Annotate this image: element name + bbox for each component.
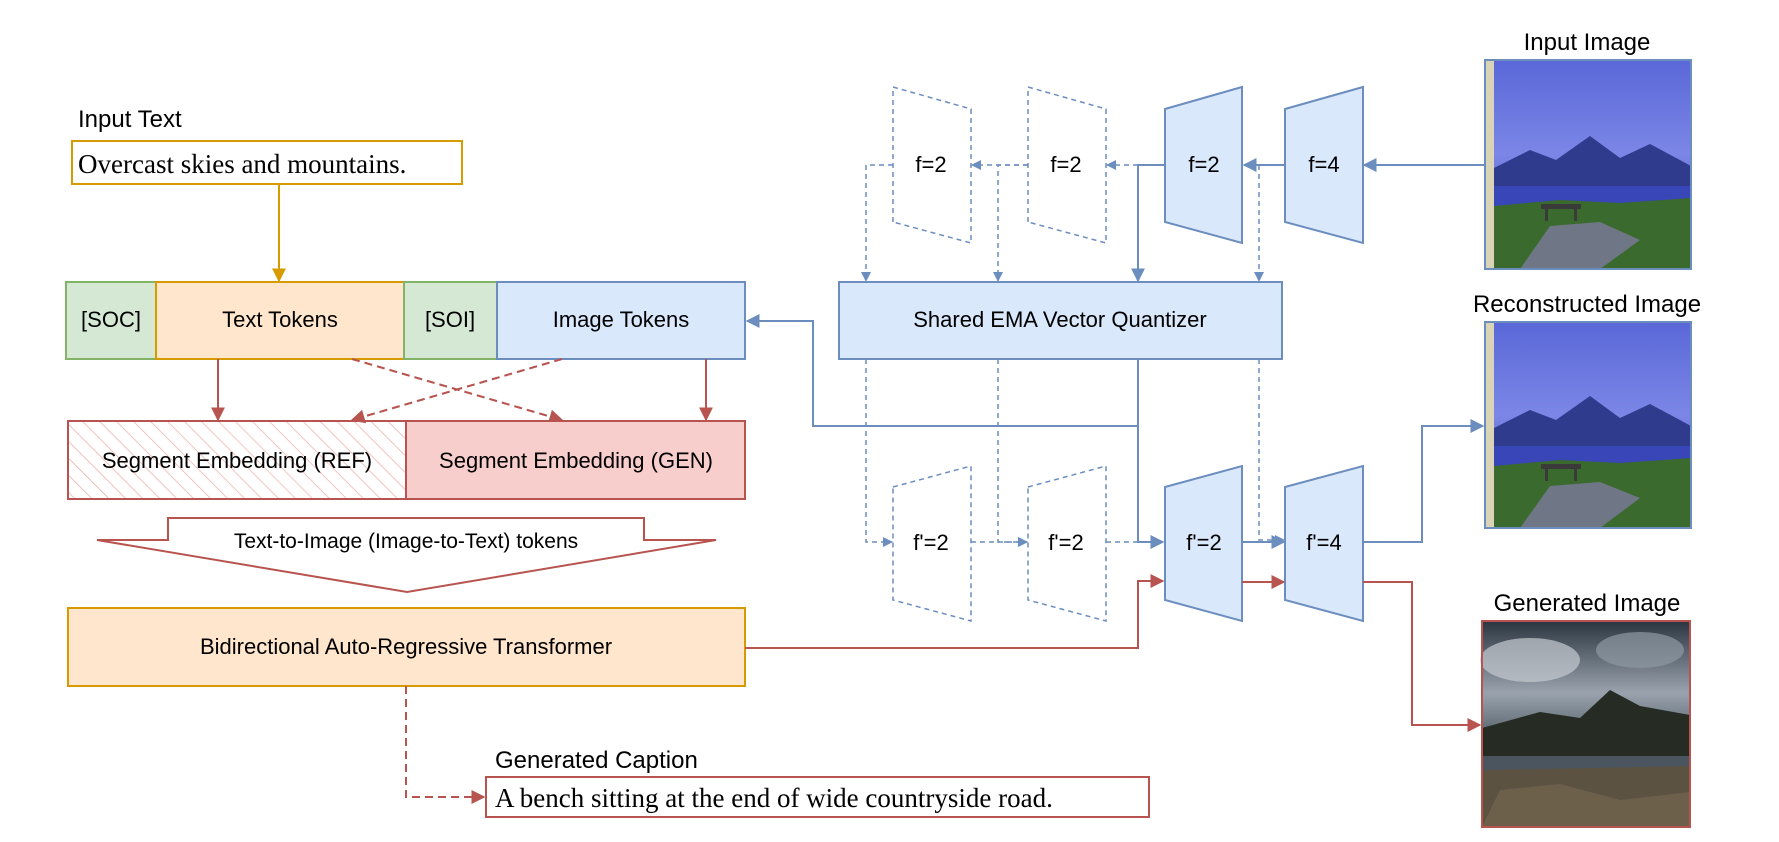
text-tokens [155, 281, 405, 360]
input-text-value: Overcast skies and mountains. [78, 149, 406, 179]
reconstructed-image-label: Reconstructed Image [1473, 291, 1701, 318]
quantizer-to-tokens-arrow [745, 314, 1139, 427]
decoder-f2 [1164, 464, 1243, 623]
encoder-f2 [1164, 85, 1243, 245]
text-tokens-label: Text Tokens [222, 307, 338, 332]
image-to-ref-dashed-arrow [350, 358, 563, 424]
decoder-f2-ghost-1-label: f'=2 [913, 530, 948, 555]
encoder-f2-ghost-1-label: f=2 [915, 152, 946, 177]
quantizer-to-decoder-ghost2 [997, 359, 1028, 547]
encoder-f2-ghost-2-label: f=2 [1050, 152, 1081, 177]
decoder-f2-label: f'=2 [1186, 530, 1221, 555]
quantizer-to-decoder-f2 [1137, 426, 1165, 549]
input-image [1484, 59, 1692, 270]
quantizer-box [838, 281, 1283, 360]
decoder-f2-ghost-1 [892, 465, 972, 622]
image-tokens-label: Image Tokens [553, 307, 690, 332]
encoder-f2-label: f=2 [1188, 152, 1219, 177]
segment-ref-box [67, 420, 407, 500]
input-image-label: Input Image [1524, 29, 1651, 56]
soc-token [65, 281, 157, 360]
encoder-f2-ghost-2 [1027, 86, 1107, 244]
direction-arrow-shape [96, 517, 717, 594]
decoder-f2-ghost-2 [1027, 465, 1107, 622]
ghost2-to-quantizer [993, 164, 1028, 282]
encoder-f2-to-quantizer [1131, 164, 1165, 283]
input-text-label: Input Text [78, 106, 182, 133]
encoder-f2-ghost-1 [892, 86, 972, 244]
quantizer-skip-to-decoder-f4 [1258, 359, 1285, 545]
transformer-label: Bidirectional Auto-Regressive Transforme… [200, 634, 612, 659]
ghost1-to-quantizer [861, 164, 893, 282]
decoder-f2-ghost-2-label: f'=2 [1048, 530, 1083, 555]
decoder-f4-label: f'=4 [1306, 530, 1341, 555]
decoder-f4 [1284, 464, 1364, 623]
segment-ref-label: Segment Embedding (REF) [102, 448, 372, 473]
reconstructed-image [1484, 321, 1692, 529]
caption-value: A bench sitting at the end of wide count… [495, 783, 1053, 813]
encoder-f4-label: f=4 [1308, 152, 1339, 177]
caption-dashed-arrow [405, 686, 486, 804]
direction-arrow-label: Text-to-Image (Image-to-Text) tokens [234, 530, 578, 553]
image-tokens [496, 281, 746, 360]
segment-gen-box [405, 420, 746, 500]
decoder-to-generated-arrow [1363, 581, 1482, 732]
generated-image [1480, 620, 1691, 828]
quantizer-label: Shared EMA Vector Quantizer [913, 307, 1207, 332]
generated-image-label: Generated Image [1494, 590, 1681, 617]
soc-token-label: [SOC] [81, 307, 141, 332]
quantizer-to-decoder-ghost1 [865, 359, 893, 547]
soi-token-label: [SOI] [425, 307, 475, 332]
transformer-to-decoder-arrow [745, 574, 1165, 649]
input-text-box [71, 140, 463, 185]
encoder-f4 [1284, 85, 1364, 245]
decoder-to-reconstructed-arrow [1363, 419, 1485, 543]
segment-gen-label: Segment Embedding (GEN) [439, 448, 713, 473]
caption-box [485, 776, 1150, 818]
caption-label: Generated Caption [495, 747, 698, 774]
